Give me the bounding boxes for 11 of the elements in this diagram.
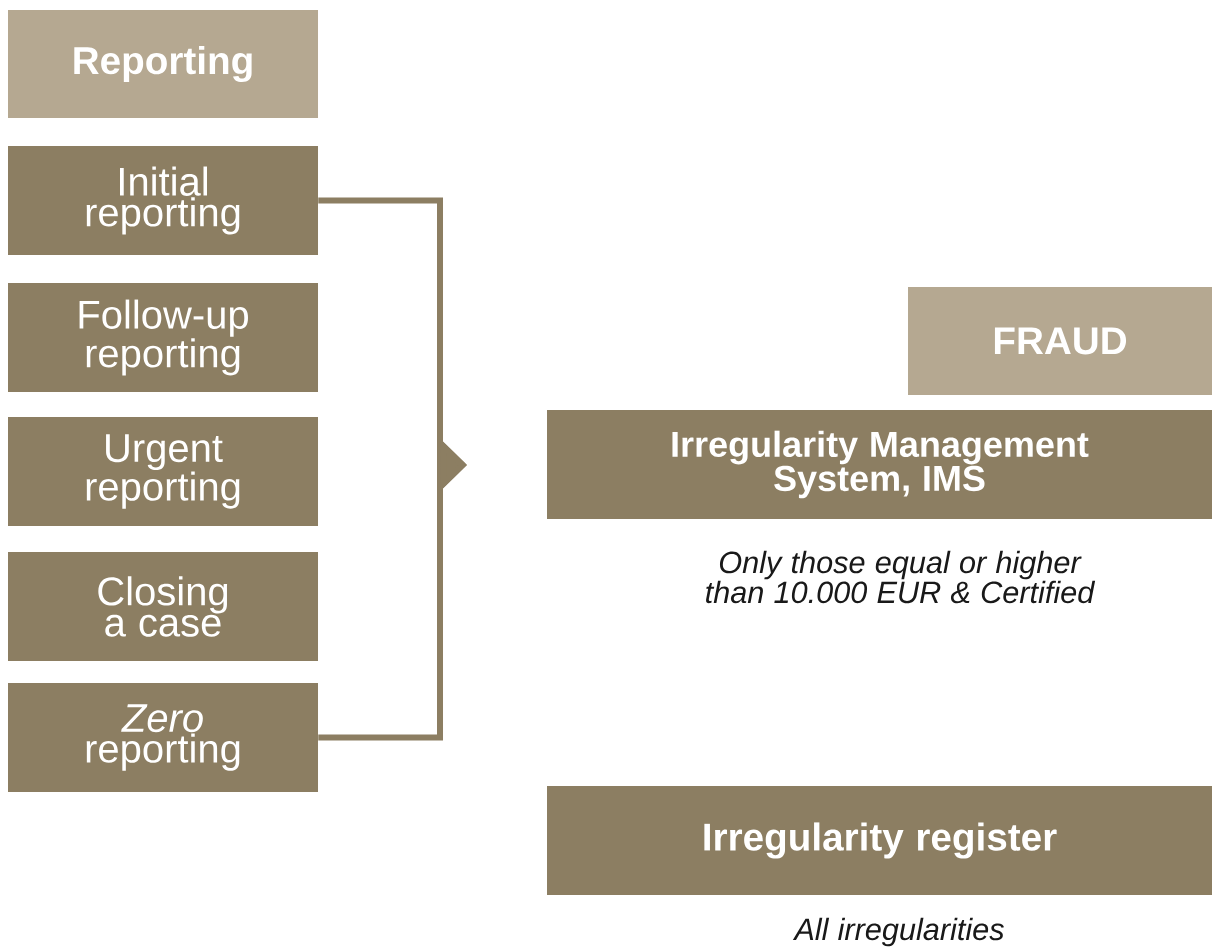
process-box: Zero reporting	[8, 683, 318, 792]
process-box: Closing a case	[8, 552, 318, 661]
system-box: Irregularity register	[547, 786, 1212, 895]
process-box: Urgent reporting	[8, 417, 318, 526]
system-box: Irregularity Management System, IMS	[547, 410, 1212, 519]
process-box: Follow-up reporting	[8, 283, 318, 392]
caption-text: Only those equal or higher than 10.000 EUR & Certified	[706, 550, 1096, 604]
caption-text: All irregularities	[792, 917, 1004, 947]
heading-box: Reporting	[8, 10, 318, 118]
process-box: Initial reporting	[8, 146, 318, 255]
heading-box: FRAUD	[908, 287, 1212, 395]
